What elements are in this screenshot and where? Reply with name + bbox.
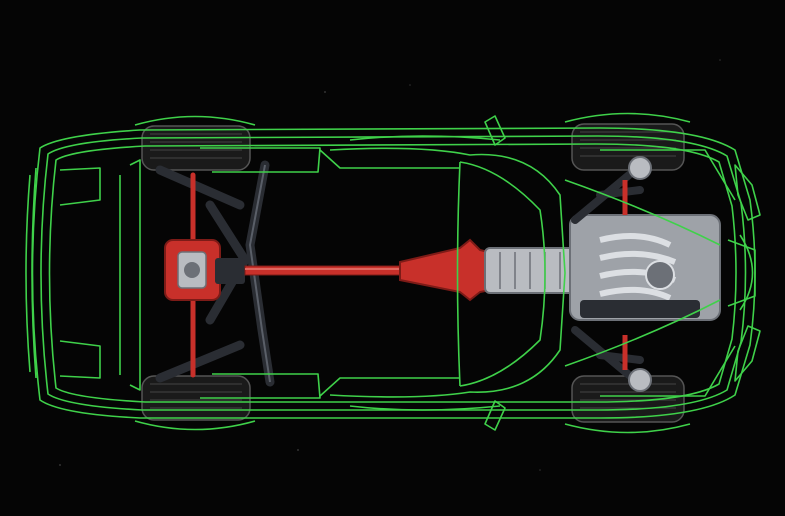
rear-differential (164, 239, 245, 301)
engine (569, 214, 721, 321)
tire-rear-right (141, 375, 251, 421)
transmission-housing (399, 238, 576, 302)
front-struts (622, 156, 652, 392)
rear-suspension-highlight (248, 164, 271, 383)
driveshaft (244, 265, 406, 276)
body-wireframe (25, 112, 761, 434)
film-grain (59, 59, 721, 471)
